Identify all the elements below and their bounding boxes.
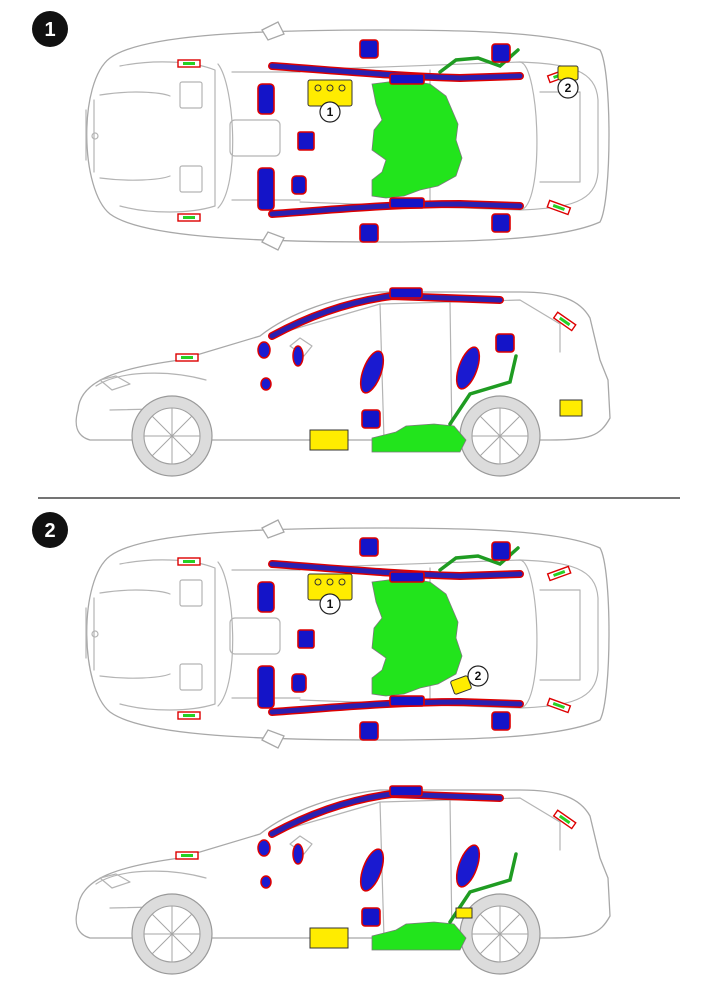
variant-2-callout-1-icon: 1 bbox=[319, 593, 341, 615]
variant-2-callout-2-icon: 2 bbox=[467, 665, 489, 687]
variant-2: 2 bbox=[32, 512, 611, 975]
variant-2-callout-1-label: 1 bbox=[327, 597, 334, 611]
variant-1-callout-1-icon: 1 bbox=[319, 101, 341, 123]
variant-1: 1 bbox=[32, 11, 611, 477]
variant-1-callout-2-icon: 2 bbox=[557, 77, 579, 99]
variant-1-side-view bbox=[75, 291, 611, 477]
variant-1-occupant-zone bbox=[371, 79, 463, 199]
variant-1-badge-label: 1 bbox=[44, 19, 55, 41]
variant-2-badge-label: 2 bbox=[44, 520, 55, 542]
variant-2-occupant-zone bbox=[371, 577, 463, 697]
variant-2-number-badge-icon: 2 bbox=[32, 512, 68, 548]
variant-2-top-view bbox=[85, 519, 610, 749]
variant-2-callout-2-label: 2 bbox=[475, 669, 482, 683]
variant-1-callout-2-label: 2 bbox=[565, 81, 572, 95]
variant-1-top-view bbox=[85, 21, 610, 251]
variant-1-callout-1-label: 1 bbox=[327, 105, 334, 119]
variant-1-control-unit bbox=[307, 79, 353, 107]
variant-2-side-view bbox=[75, 789, 611, 975]
variant-1-number-badge-icon: 1 bbox=[32, 11, 68, 47]
